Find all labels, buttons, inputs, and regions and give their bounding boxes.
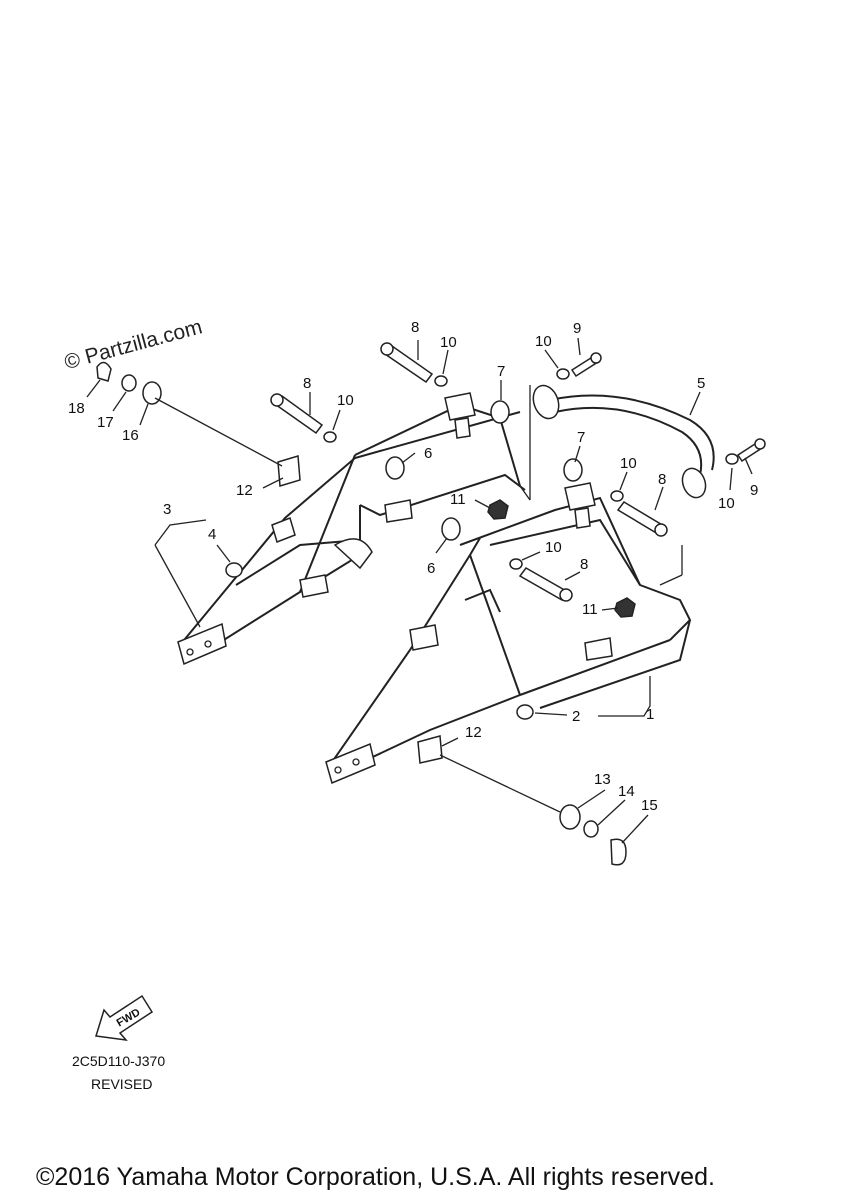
callout-12: 12: [236, 482, 253, 499]
copyright-notice: ©2016 Yamaha Motor Corporation, U.S.A. A…: [36, 1163, 715, 1191]
callout-10: 10: [718, 495, 735, 512]
fasteners: [96, 342, 766, 866]
callout-10: 10: [337, 392, 354, 409]
callout-7: 7: [497, 363, 505, 380]
callout-10: 10: [620, 455, 637, 472]
drawing-code: 2C5D110-J370: [72, 1053, 166, 1069]
callout-9: 9: [573, 320, 581, 337]
callout-8: 8: [658, 471, 666, 488]
callouts: 8 10 7 8 10 10 9 5 6 11 12 7 10 8 9 10 3…: [68, 319, 758, 814]
grab-bar: [529, 384, 715, 500]
frame-lower: [325, 482, 692, 785]
callout-11: 11: [582, 601, 598, 618]
callout-5: 5: [697, 375, 705, 392]
callout-12: 12: [465, 724, 482, 741]
revision-label: REVISED: [91, 1076, 153, 1092]
callout-18: 18: [68, 400, 85, 417]
callout-15: 15: [641, 797, 658, 814]
callout-16: 16: [122, 427, 139, 444]
callout-7: 7: [577, 429, 585, 446]
callout-3: 3: [163, 501, 171, 518]
callout-6: 6: [424, 445, 432, 462]
callout-17: 17: [97, 414, 114, 431]
callout-2: 2: [572, 708, 580, 725]
callout-8: 8: [303, 375, 311, 392]
callout-13: 13: [594, 771, 611, 788]
callout-4: 4: [208, 526, 216, 543]
callout-10: 10: [440, 334, 457, 351]
callout-8: 8: [411, 319, 419, 336]
callout-11: 11: [450, 491, 466, 508]
callout-9: 9: [750, 482, 758, 499]
callout-10: 10: [535, 333, 552, 350]
fwd-arrow-icon: [95, 994, 154, 1042]
callout-14: 14: [618, 783, 635, 800]
leader-lines: [86, 337, 753, 844]
callout-10: 10: [545, 539, 562, 556]
frame-upper: [177, 392, 531, 666]
callout-6: 6: [427, 560, 435, 577]
callout-1: 1: [646, 706, 654, 723]
callout-8: 8: [580, 556, 588, 573]
